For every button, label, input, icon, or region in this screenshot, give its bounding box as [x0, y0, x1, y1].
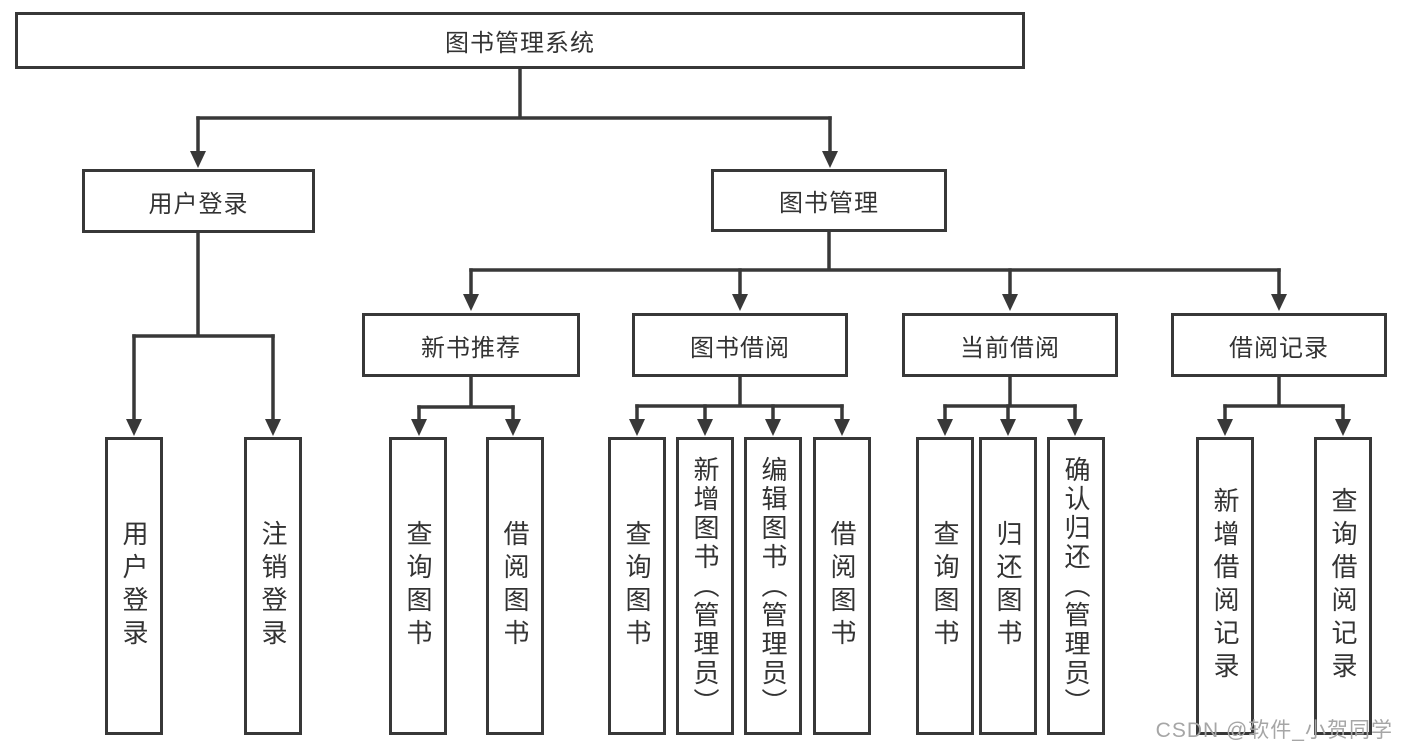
leaf-logout: 注销登录: [244, 437, 302, 735]
leaf-records-query: 查询借阅记录: [1314, 437, 1372, 735]
csdn-watermark: CSDN @软件_小贺同学: [1155, 719, 1393, 742]
leaf-borrow-query-label: 查询图书: [622, 520, 652, 652]
leaf-borrow-add-admin: 新增图书（管理员）: [676, 437, 734, 735]
leaf-borrow-edit-admin: 编辑图书（管理员）: [744, 437, 802, 735]
leaf-borrow-borrow: 借阅图书: [813, 437, 871, 735]
node-borrow-records-label: 借阅记录: [1229, 334, 1329, 362]
node-user-login: 用户登录: [82, 169, 315, 233]
leaf-current-query: 查询图书: [916, 437, 974, 735]
leaf-borrow-query: 查询图书: [608, 437, 666, 735]
node-user-login-label: 用户登录: [148, 190, 249, 218]
leaf-newbooks-borrow-label: 借阅图书: [500, 520, 530, 652]
node-library-system-label: 图书管理系统: [445, 30, 595, 57]
leaf-user-login: 用户登录: [105, 437, 163, 735]
leaf-current-confirm-admin-label: 确认归还（管理员）: [1061, 455, 1091, 717]
leaf-borrow-add-admin-label: 新增图书（管理员）: [690, 455, 720, 717]
leaf-current-return: 归还图书: [979, 437, 1037, 735]
leaf-borrow-borrow-label: 借阅图书: [827, 520, 857, 652]
leaf-records-add-label: 新增借阅记录: [1210, 487, 1240, 685]
node-current-borrow: 当前借阅: [902, 313, 1118, 377]
leaf-records-query-label: 查询借阅记录: [1328, 487, 1358, 685]
node-current-borrow-label: 当前借阅: [960, 334, 1060, 362]
node-new-books: 新书推荐: [362, 313, 580, 377]
leaf-newbooks-borrow: 借阅图书: [486, 437, 544, 735]
leaf-newbooks-query: 查询图书: [389, 437, 447, 735]
leaf-borrow-edit-admin-label: 编辑图书（管理员）: [758, 455, 788, 717]
node-book-manage: 图书管理: [711, 169, 947, 232]
leaf-current-return-label: 归还图书: [993, 520, 1023, 652]
node-book-manage-label: 图书管理: [779, 190, 879, 217]
leaf-newbooks-query-label: 查询图书: [403, 520, 433, 652]
node-book-borrow: 图书借阅: [632, 313, 848, 377]
node-new-books-label: 新书推荐: [421, 334, 521, 362]
node-borrow-records: 借阅记录: [1171, 313, 1387, 377]
node-library-system: 图书管理系统: [15, 12, 1025, 69]
node-book-borrow-label: 图书借阅: [690, 334, 790, 362]
leaf-logout-label: 注销登录: [258, 520, 288, 652]
leaf-records-add: 新增借阅记录: [1196, 437, 1254, 735]
leaf-current-query-label: 查询图书: [930, 520, 960, 652]
leaf-current-confirm-admin: 确认归还（管理员）: [1047, 437, 1105, 735]
leaf-user-login-label: 用户登录: [119, 520, 149, 652]
